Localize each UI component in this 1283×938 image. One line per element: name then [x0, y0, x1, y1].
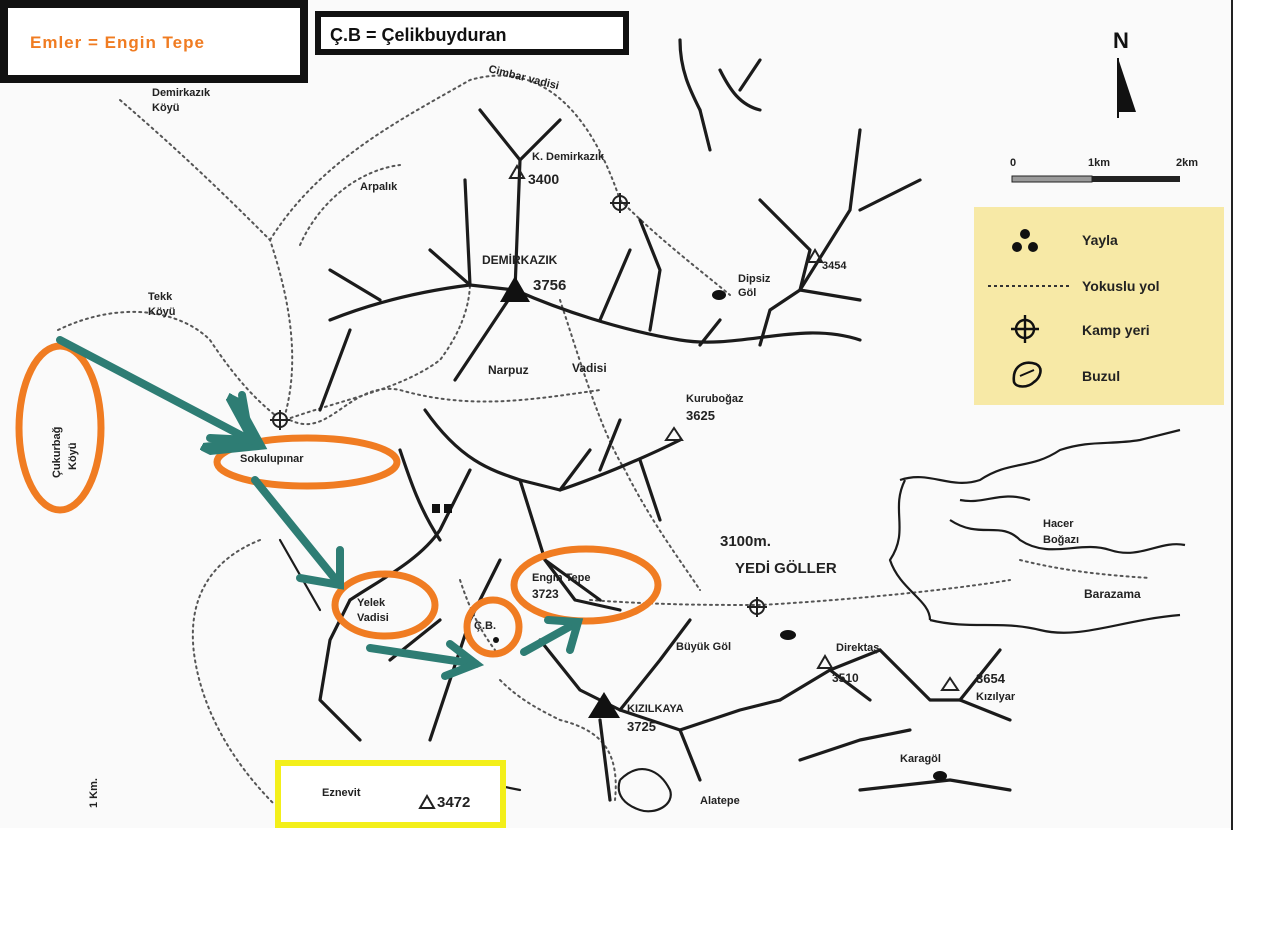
label-k-demirkazik: K. Demirkazık [532, 151, 605, 163]
yayla-icon [1012, 229, 1038, 252]
label-yedi-goller: YEDİ GÖLLER [735, 560, 837, 577]
label-kizilyar-alt: 3654 [976, 671, 1006, 686]
label-alatepe: Alatepe [700, 795, 740, 807]
label-barazama: Barazama [1084, 587, 1141, 601]
label-tekk-2: Köyü [148, 306, 176, 318]
scale-bar: 0 1km 2km [1010, 157, 1198, 183]
label-karagol: Karagöl [900, 753, 941, 765]
legend: Yayla Yokuslu yol Kamp yeri Buzul [974, 207, 1224, 405]
label-k-demirkazik-alt: 3400 [528, 171, 559, 187]
label-dipsiz-2: Göl [738, 287, 756, 299]
compass-letter: N [1113, 28, 1129, 53]
label-buyuk-gol: Büyük Göl [676, 641, 731, 653]
arrow-4 [520, 618, 582, 656]
arrow-4-head [544, 616, 584, 654]
map-area [0, 0, 1232, 828]
label-direktas-alt: 3510 [832, 671, 859, 685]
ring-cb [463, 596, 523, 658]
scale-mid: 1km [1088, 157, 1110, 169]
label-demirkazik-koyu-2: Köyü [152, 102, 180, 114]
label-kuruboaz: Kuruboğaz [686, 393, 744, 405]
label-cukurbag: Çukurbağ [51, 427, 63, 478]
place-labels: Demirkazık Köyü Cimbar vadisi K. Demirka… [51, 63, 1141, 808]
label-hacer: Hacer [1043, 518, 1074, 530]
lakes-outline [617, 428, 1186, 813]
scale-end: 2km [1176, 157, 1198, 169]
ring-sokulupinar [213, 434, 401, 490]
label-yelek: Yelek [357, 597, 386, 609]
emler-box: Emler = Engin Tepe [0, 0, 308, 83]
peak-demirkazik-icon [500, 276, 530, 302]
label-tekk: Tekk [148, 291, 173, 303]
arrow-3-head [441, 640, 485, 680]
legend-trail: Yokuslu yol [1082, 278, 1160, 294]
cb-label: Ç.B = Çelikbuyduran [330, 25, 507, 45]
label-eznevit-alt: 3472 [437, 794, 470, 811]
arrow-1-head [206, 391, 255, 445]
legend-yayla: Yayla [1082, 232, 1118, 248]
route-arrows [56, 336, 584, 680]
scale-start: 0 [1010, 157, 1016, 169]
camp-icons [270, 193, 767, 617]
label-demirkazik-alt: 3756 [533, 277, 566, 294]
label-eznevit: Eznevit [322, 787, 361, 799]
label-demirkazik-koyu: Demirkazık [152, 87, 211, 99]
ring-cukurbag [15, 342, 105, 514]
label-3100: 3100m. [720, 533, 771, 550]
cb-box: Ç.B = Çelikbuyduran [315, 11, 629, 55]
north-arrow-icon: N [1113, 28, 1136, 118]
arrow-1 [56, 336, 250, 440]
camp-icon [1011, 315, 1039, 343]
arrow-2-head [296, 546, 344, 590]
arrow-3 [366, 644, 480, 668]
legend-glacier: Buzul [1082, 368, 1120, 384]
label-cb: Ç.B. [474, 620, 496, 632]
glacier-icon [1012, 361, 1042, 388]
label-kizilyar: Kızılyar [976, 691, 1016, 703]
label-demirkazik: DEMİRKAZIK [482, 252, 558, 267]
legend-camp: Kamp yeri [1082, 322, 1150, 338]
label-margin-km: 1 Km. [88, 778, 100, 808]
label-narpuz: Narpuz [488, 363, 529, 377]
label-3454: 3454 [822, 260, 847, 272]
label-kuruboaz-alt: 3625 [686, 408, 715, 423]
ring-engin-tepe [510, 545, 662, 625]
label-arpalik: Arpalık [360, 181, 398, 193]
emler-label: Emler = Engin Tepe [30, 33, 205, 52]
orange-highlights [15, 342, 662, 658]
eznevit-box: Eznevit 3472 [275, 760, 506, 828]
label-engin-tepe-alt: 3723 [532, 587, 559, 601]
glacier-marks [432, 290, 947, 781]
label-dipsiz: Dipsiz [738, 273, 771, 285]
label-engin-tepe: Engin Tepe [532, 572, 590, 584]
label-direktas-text: Direktaş [836, 642, 879, 654]
peak-kizilkaya-icon [588, 692, 620, 718]
ring-yelek-vadisi [331, 570, 439, 640]
label-yelek-2: Vadisi [357, 612, 389, 624]
label-hacer-2: Boğazı [1043, 534, 1079, 546]
label-kizilkaya-alt: 3725 [627, 719, 656, 734]
label-cukurbag-2: Köyü [67, 443, 79, 471]
label-vadisi: Vadisi [572, 361, 607, 375]
trails [57, 74, 1151, 806]
ridges [278, 38, 1012, 812]
arrow-2 [251, 476, 344, 589]
label-sokulupinar: Sokulupınar [240, 453, 304, 465]
label-kizilkaya: KIZILKAYA [627, 703, 684, 715]
